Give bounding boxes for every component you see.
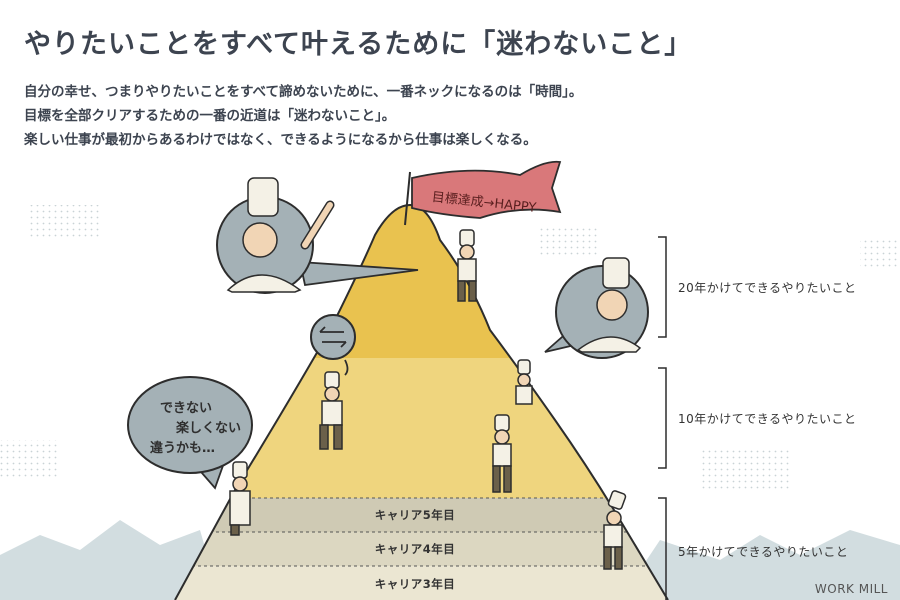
doubt-line-2: 楽しくない bbox=[176, 421, 242, 436]
chef-right-bubble bbox=[544, 257, 649, 359]
page-title: やりたいことをすべて叶えるために「迷わないこと」 bbox=[24, 29, 693, 60]
climbers bbox=[229, 229, 627, 570]
timeline-brackets bbox=[658, 236, 667, 600]
background-hills bbox=[0, 205, 900, 600]
credit-text: WORK MILL bbox=[814, 582, 888, 596]
chef-waving-bubble bbox=[216, 177, 419, 294]
career-year-4: キャリア4年目 bbox=[374, 542, 456, 556]
goal-flag bbox=[404, 160, 562, 226]
bracket-label-20y: 20年かけてできるやりたいこと bbox=[678, 281, 857, 295]
intro-line-1: 自分の幸せ、つまりやりたいことをすべて諦めないために、一番ネックになるのは「時間… bbox=[24, 84, 583, 100]
doubt-speech-bubble bbox=[127, 376, 253, 490]
bracket-label-5y: 5年かけてできるやりたいこと bbox=[678, 545, 849, 559]
bracket-label-10y: 10年かけてできるやりたいこと bbox=[678, 412, 857, 426]
doubt-line-3: 違うかも… bbox=[150, 441, 216, 456]
career-year-3: キャリア3年目 bbox=[374, 577, 456, 591]
swap-arrow-bubble bbox=[310, 314, 356, 376]
career-year-5: キャリア5年目 bbox=[374, 508, 456, 522]
doubt-line-1: できない bbox=[160, 401, 213, 416]
intro-text: 自分の幸せ、つまりやりたいことをすべて諦めないために、一番ネックになるのは「時間… bbox=[24, 80, 884, 152]
intro-line-3: 楽しい仕事が最初からあるわけではなく、できるようになるから仕事は楽しくなる。 bbox=[24, 132, 537, 148]
intro-line-2: 目標を全部クリアするための一番の近道は「迷わないこと」。 bbox=[24, 108, 396, 124]
